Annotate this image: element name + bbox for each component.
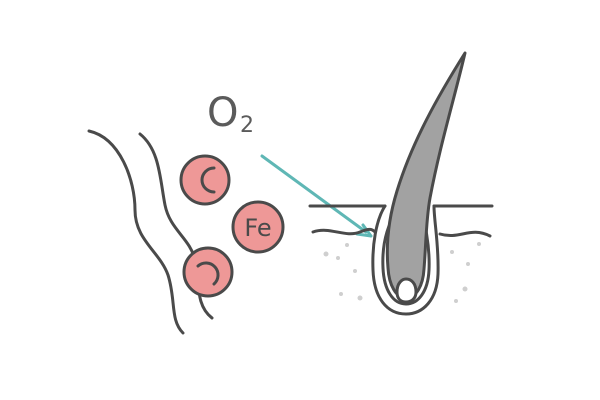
blood-cells: Fe (179, 154, 285, 298)
red-blood-cell-icon (179, 154, 231, 206)
iron-circle-icon: Fe (231, 200, 285, 254)
iron-label: Fe (244, 214, 271, 242)
oxygen-label: O 2 (207, 90, 254, 138)
red-blood-cell-icon (182, 246, 234, 298)
oxygen-subscript: 2 (240, 113, 254, 138)
wavy-line-icon (87, 129, 185, 335)
hair-follicle-icon (308, 204, 494, 316)
oxygen-symbol: O (207, 90, 238, 136)
hair-strand-icon (385, 51, 467, 304)
particles (323, 242, 481, 303)
